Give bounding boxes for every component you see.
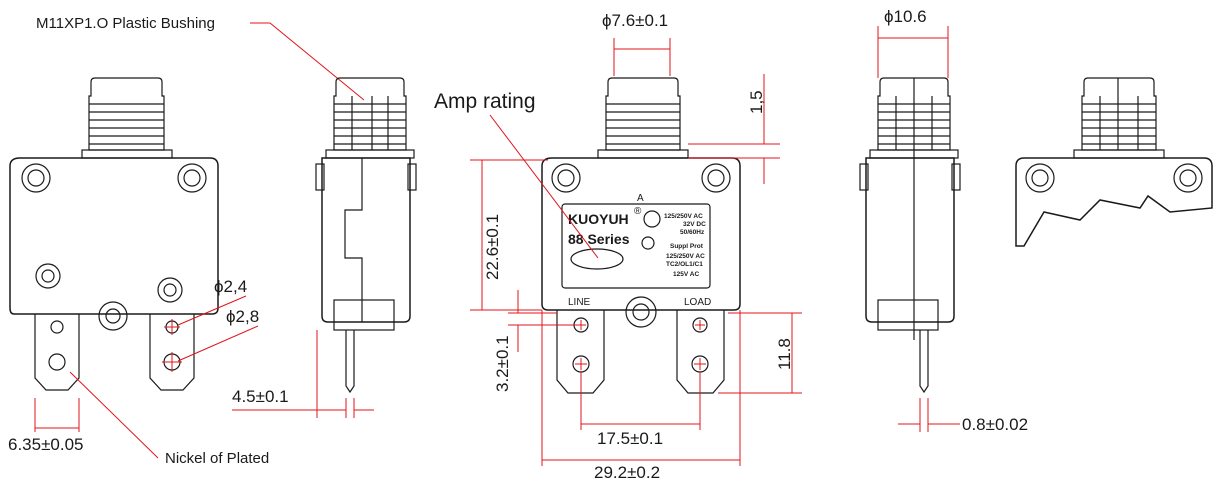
nickel-label: Nickel of Plated — [165, 450, 269, 467]
hole-large-dim: ϕ2,8 — [226, 307, 259, 326]
tab-thick-dim: 4.5±0.1 — [232, 387, 289, 406]
body-height-dim-lines — [470, 159, 548, 311]
cap-height-dim: 1,5 — [747, 90, 766, 114]
pin-thick-dim-lines — [898, 398, 960, 432]
reg-mark: ® — [634, 206, 642, 217]
cap-height-dim-lines — [688, 74, 780, 184]
line-label: LINE — [568, 297, 591, 308]
bushing-dia-dim: ϕ7.6±0.1 — [602, 11, 668, 30]
body-width-dim-lines — [541, 310, 741, 466]
amp-rating-leader — [489, 114, 599, 259]
suppl-prot-text: Suppl Prot — [670, 243, 704, 250]
rating-line-3: 50/60Hz — [680, 229, 705, 236]
overall-dia-dim-lines — [877, 26, 949, 78]
tab-offset-dim: 3.2±0.1 — [493, 335, 512, 392]
amp-rating-label: Amp rating — [434, 90, 536, 113]
tab-length-dim: 11.8 — [775, 338, 794, 370]
tab-pitch-dim-lines — [580, 372, 701, 430]
side-view-2 — [859, 77, 961, 394]
body-height-dim: 22.6±0.1 — [483, 214, 502, 280]
nickel-leader — [69, 371, 159, 459]
bushing-dia-dim-lines — [613, 38, 671, 76]
rating-line-1: 125/250V AC — [664, 213, 703, 220]
bushing-threads — [89, 103, 164, 145]
hole-small-dim: ϕ2,4 — [214, 277, 247, 296]
overall-dia-dim: ϕ10.6 — [884, 7, 927, 26]
cutaway-view — [1015, 77, 1213, 247]
front-view-left — [9, 77, 219, 391]
side-view-1 — [315, 77, 417, 394]
hole-large-leader — [177, 325, 259, 362]
code-text: TC2/OL1/C1 — [666, 261, 703, 268]
body-width-dim: 29.2±0.2 — [594, 463, 660, 482]
bushing-leader — [269, 22, 365, 101]
front-view-main — [541, 77, 741, 394]
hole-small-leader — [177, 295, 247, 326]
pin-thick-dim: 0.8±0.02 — [962, 415, 1028, 434]
tab-width-dim-lines — [34, 398, 80, 432]
tab-pitch-dim: 17.5±0.1 — [597, 429, 663, 448]
load-label: LOAD — [684, 297, 711, 308]
series-text: 88 Series — [568, 231, 630, 247]
rating-line-5: 125V AC — [673, 271, 699, 278]
ul-mark-icon — [643, 210, 661, 228]
rating-line-2: 32V DC — [683, 221, 706, 228]
brand-text: KUOYUH — [568, 211, 629, 227]
rating-line-4: 125/250V AC — [666, 253, 705, 260]
ccc-mark-icon — [641, 236, 655, 250]
terminal-crosshairs — [575, 320, 706, 370]
tab-width-dim: 6.35±0.05 — [8, 435, 84, 454]
amp-rating-window — [570, 248, 624, 270]
face-a-label: A — [637, 193, 644, 204]
face-label-plate — [561, 203, 711, 289]
tab-thick-dim-lines — [232, 330, 374, 418]
bushing-label: M11XP1.O Plastic Bushing — [36, 15, 215, 32]
